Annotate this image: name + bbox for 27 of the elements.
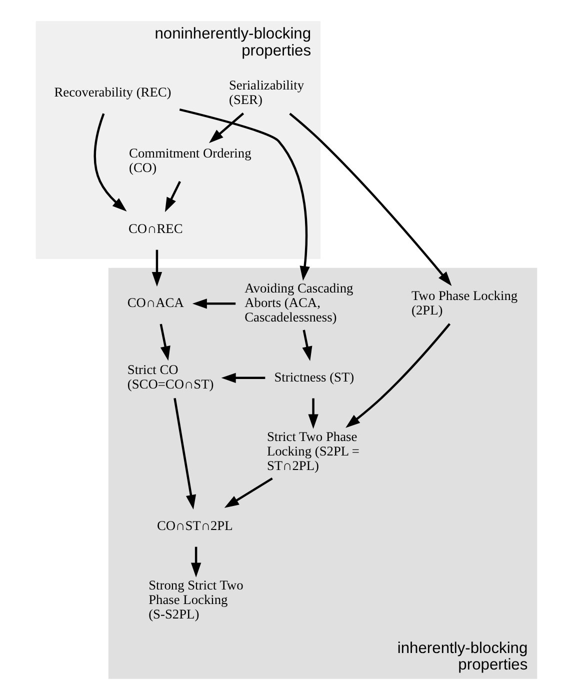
arrow	[302, 330, 312, 361]
arrow	[345, 323, 450, 428]
node-text: Strong Strict Two Phase Locking (S-S2PL)	[148, 578, 243, 622]
node-text: Strict CO (SCO=CO∩ST)	[126, 362, 214, 392]
arrow	[151, 250, 162, 287]
arrow	[178, 108, 310, 281]
node-text: Serializability (SER)	[228, 77, 304, 107]
arrow	[192, 298, 236, 309]
node-text: CO∩ST∩2PL	[156, 518, 232, 533]
arrow	[164, 181, 180, 212]
arrow	[173, 398, 196, 510]
node-text: Recoverability (REC)	[54, 84, 171, 100]
arrow	[93, 113, 126, 212]
arrow	[159, 324, 170, 361]
node-text: Avoiding Cascading Aborts (ACA, Cascadelessness)	[244, 280, 353, 325]
arrow	[208, 112, 244, 144]
arrow	[224, 478, 272, 508]
arrow	[288, 112, 452, 286]
arrow	[308, 398, 318, 429]
node-text: Two Phase Locking (2PL)	[411, 288, 518, 318]
arrow	[190, 546, 201, 578]
node-text: Strictness (ST)	[274, 369, 354, 384]
node-text: Commitment Ordering (CO)	[128, 146, 251, 176]
node-text: CO∩ACA	[126, 295, 184, 310]
node-text: Strict Two Phase Locking (S2PL = ST∩2PL)	[266, 429, 359, 474]
node-text: CO∩REC	[128, 220, 182, 236]
arrow	[220, 372, 265, 383]
